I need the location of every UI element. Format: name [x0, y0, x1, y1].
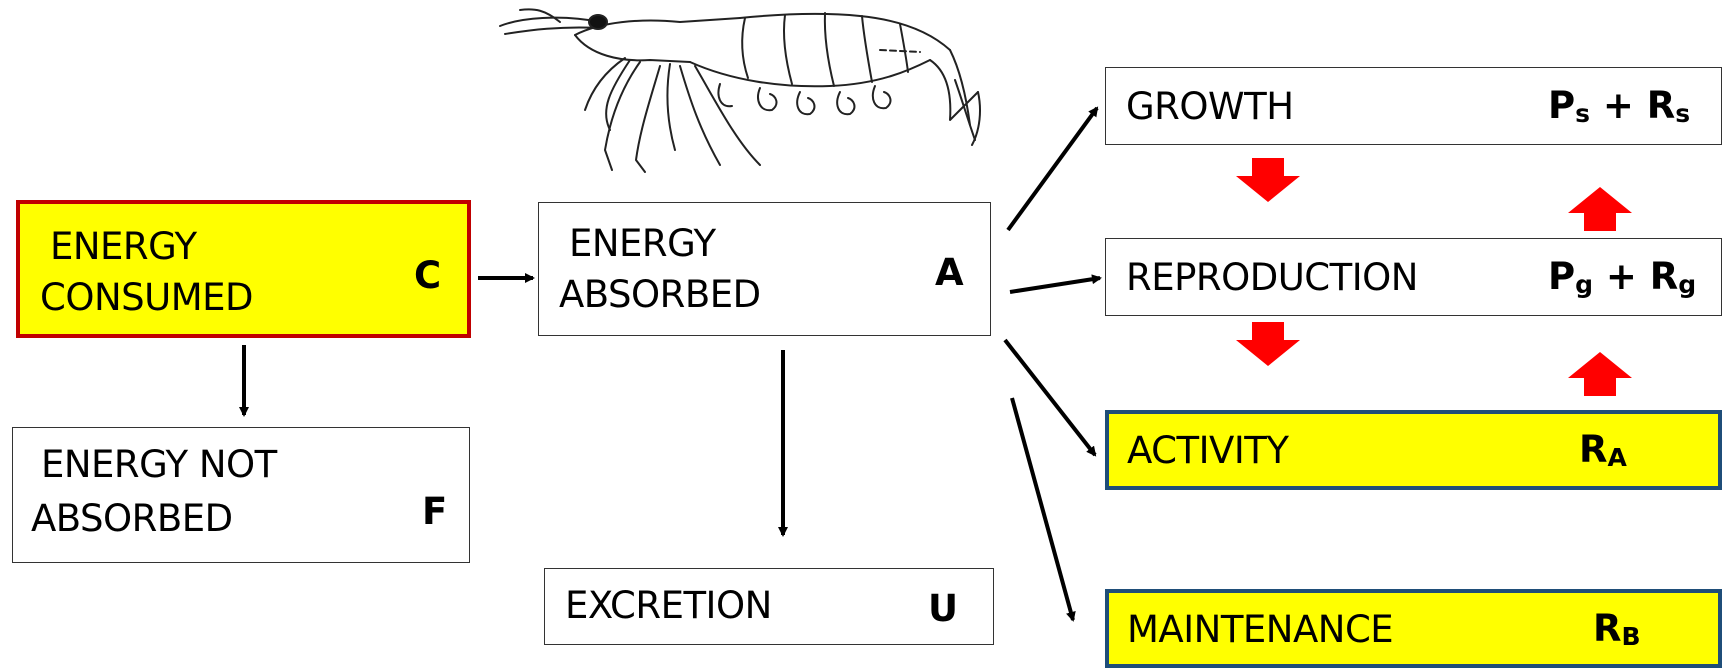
excretion-label: EXCRETION: [565, 579, 772, 633]
excretion-box: EXCRETION U: [544, 568, 994, 645]
energy-absorbed-label-line2: ABSORBED: [559, 268, 761, 322]
growth-symbol: Ps + Rs: [1548, 84, 1690, 127]
growth-box: GROWTH Ps + Rs: [1105, 67, 1722, 145]
energy-consumed-label-line1: ENERGY: [50, 220, 197, 274]
maintenance-symbol: RB: [1593, 607, 1641, 650]
arrow-absorbed-to-reproduction: [1010, 278, 1100, 292]
arrow-absorbed-to-growth: [1008, 108, 1097, 230]
reproduction-label: REPRODUCTION: [1126, 251, 1418, 305]
arrow-absorbed-to-maintenance: [1012, 398, 1073, 620]
reproduction-symbol: Pg + Rg: [1548, 255, 1696, 298]
energy-absorbed-box: ENERGY ABSORBED A: [538, 202, 991, 336]
red-arrow-growth-to-reproduction: [1236, 158, 1300, 202]
activity-box: ACTIVITY RA: [1105, 410, 1722, 490]
activity-label: ACTIVITY: [1127, 424, 1288, 478]
activity-symbol: RA: [1579, 428, 1627, 471]
red-arrow-reproduction-to-activity: [1236, 322, 1300, 366]
energy-consumed-box: ENERGY CONSUMED C: [16, 200, 471, 338]
energy-not-absorbed-label-line2: ABSORBED: [31, 492, 233, 546]
energy-absorbed-symbol: A: [935, 251, 964, 294]
excretion-symbol: U: [928, 587, 958, 630]
growth-label: GROWTH: [1126, 80, 1294, 134]
energy-not-absorbed-box: ENERGY NOT ABSORBED F: [12, 427, 470, 563]
maintenance-box: MAINTENANCE RB: [1105, 589, 1722, 668]
energy-absorbed-label-line1: ENERGY: [569, 217, 716, 271]
red-arrow-activity-to-reproduction: [1568, 352, 1632, 396]
energy-not-absorbed-label-line1: ENERGY NOT: [41, 438, 277, 492]
energy-consumed-symbol: C: [414, 254, 441, 297]
arrow-absorbed-to-activity: [1005, 340, 1095, 455]
energy-not-absorbed-symbol: F: [422, 490, 447, 533]
red-arrow-reproduction-to-growth: [1568, 187, 1632, 231]
maintenance-label: MAINTENANCE: [1127, 603, 1393, 657]
energy-consumed-label-line2: CONSUMED: [40, 271, 253, 325]
reproduction-box: REPRODUCTION Pg + Rg: [1105, 238, 1722, 316]
